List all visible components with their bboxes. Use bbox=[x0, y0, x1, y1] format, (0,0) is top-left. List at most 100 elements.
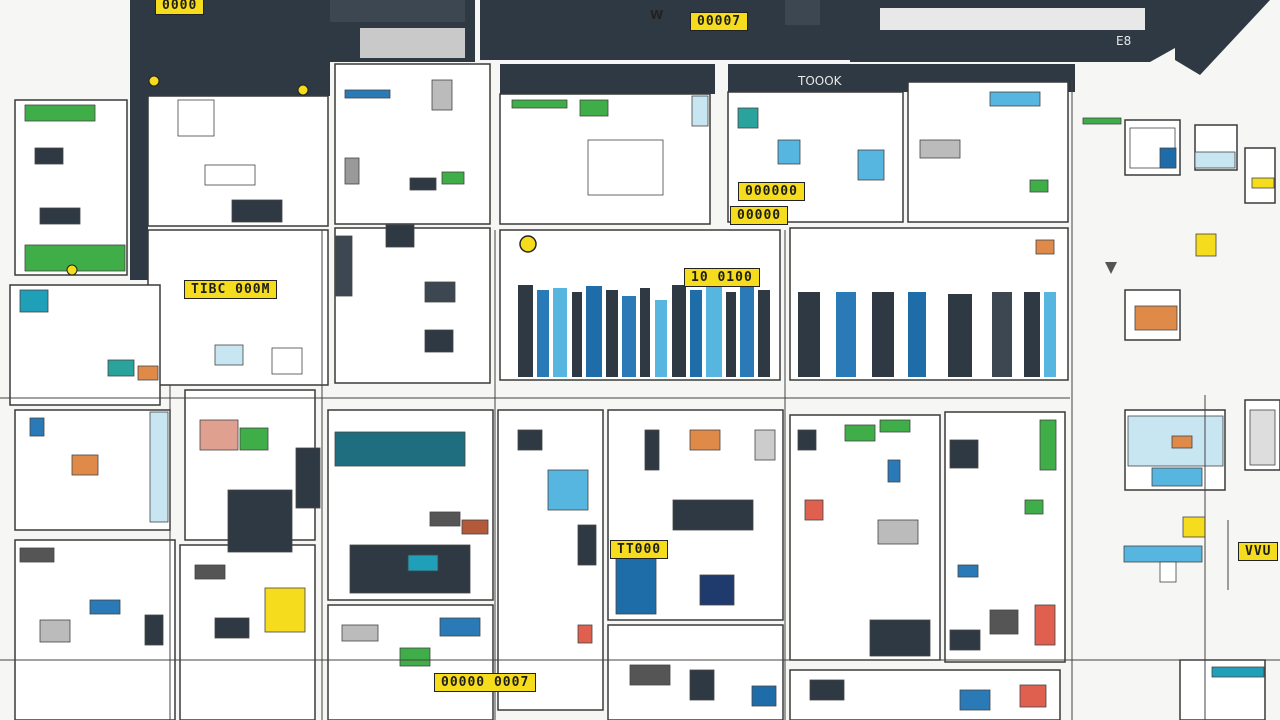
tower bbox=[740, 286, 754, 377]
building bbox=[399, 647, 431, 667]
road-far-right bbox=[1175, 0, 1270, 75]
building bbox=[949, 629, 981, 651]
tower bbox=[518, 285, 533, 377]
building bbox=[957, 564, 979, 578]
block-a2 bbox=[334, 63, 491, 225]
building bbox=[1249, 409, 1276, 466]
map-label-mid-1[interactable]: 000000 bbox=[738, 182, 805, 201]
building bbox=[737, 107, 759, 129]
tall-buildings-west bbox=[518, 284, 770, 377]
building bbox=[424, 281, 456, 303]
building bbox=[1029, 179, 1049, 193]
map-pins[interactable] bbox=[66, 75, 1117, 276]
building bbox=[89, 599, 121, 615]
building bbox=[699, 574, 735, 606]
small-buildings bbox=[19, 79, 1276, 711]
tower bbox=[586, 286, 602, 377]
building bbox=[1171, 435, 1193, 449]
building bbox=[579, 99, 609, 117]
building bbox=[429, 511, 461, 527]
location-pin[interactable] bbox=[519, 235, 537, 253]
map-label-top[interactable]: 0000 bbox=[155, 0, 205, 15]
building bbox=[144, 614, 164, 646]
building bbox=[107, 359, 135, 377]
location-pin[interactable] bbox=[148, 75, 160, 87]
building bbox=[1039, 419, 1057, 471]
tall-buildings-east bbox=[798, 292, 1056, 377]
map-label-lower[interactable]: TT000 bbox=[610, 540, 669, 559]
building bbox=[1159, 561, 1177, 583]
tower bbox=[992, 292, 1012, 377]
tower bbox=[948, 294, 972, 377]
road-left-vertical bbox=[130, 60, 148, 280]
tower bbox=[1044, 292, 1056, 377]
building bbox=[672, 499, 754, 531]
building bbox=[409, 177, 437, 191]
building bbox=[71, 454, 99, 476]
building bbox=[547, 469, 589, 511]
direction-arrow-icon bbox=[1105, 262, 1117, 274]
map-label-mid-3[interactable]: 10 0100 bbox=[684, 268, 760, 287]
building bbox=[1159, 147, 1177, 169]
building bbox=[857, 149, 885, 181]
building bbox=[989, 609, 1019, 635]
tower bbox=[726, 292, 736, 377]
building bbox=[271, 347, 303, 375]
building bbox=[335, 235, 353, 297]
building bbox=[407, 554, 439, 572]
tower bbox=[908, 292, 926, 377]
road-panel-2 bbox=[785, 0, 820, 25]
tower bbox=[798, 292, 820, 377]
building bbox=[264, 587, 306, 633]
building bbox=[629, 664, 671, 686]
building bbox=[239, 427, 269, 451]
building bbox=[199, 419, 239, 451]
building bbox=[431, 79, 453, 111]
road-text-middle: TOOOK bbox=[798, 74, 842, 88]
building bbox=[777, 139, 801, 165]
building bbox=[804, 499, 824, 521]
location-pin[interactable] bbox=[297, 84, 309, 96]
tower bbox=[572, 292, 582, 377]
building bbox=[1019, 684, 1047, 708]
map-label-bottom[interactable]: 00000 0007 bbox=[434, 673, 537, 692]
road-panels bbox=[330, 0, 1145, 58]
building bbox=[137, 365, 159, 381]
building bbox=[1251, 177, 1275, 189]
building bbox=[1082, 117, 1122, 125]
tower bbox=[672, 285, 686, 377]
building bbox=[424, 329, 454, 353]
building bbox=[24, 104, 96, 122]
road-middle-band bbox=[500, 64, 715, 94]
building bbox=[341, 624, 379, 642]
map-label-right[interactable]: VVU bbox=[1238, 542, 1279, 561]
block-b2 bbox=[334, 227, 491, 384]
tower bbox=[836, 292, 856, 377]
building bbox=[959, 689, 991, 711]
building bbox=[19, 547, 55, 563]
map-label-mid-2[interactable]: 00000 bbox=[730, 206, 789, 225]
map-label-center-top[interactable]: 00007 bbox=[690, 12, 749, 31]
building bbox=[1182, 516, 1206, 538]
block-right-3 bbox=[1244, 147, 1276, 204]
road-text-right: E8 bbox=[1116, 34, 1132, 48]
building bbox=[29, 417, 45, 437]
tower bbox=[606, 290, 618, 377]
building bbox=[439, 617, 481, 637]
map-label-left[interactable]: TIBC 000M bbox=[184, 280, 278, 299]
building bbox=[295, 447, 321, 509]
building bbox=[1134, 305, 1178, 331]
building bbox=[385, 224, 415, 248]
building bbox=[587, 139, 664, 196]
building bbox=[691, 95, 709, 127]
building bbox=[644, 429, 660, 471]
building bbox=[877, 519, 919, 545]
building bbox=[949, 439, 979, 469]
building bbox=[1035, 239, 1055, 255]
building bbox=[1194, 151, 1236, 169]
building bbox=[577, 524, 597, 566]
building bbox=[177, 99, 215, 137]
location-pin[interactable] bbox=[66, 264, 78, 276]
building bbox=[511, 99, 568, 109]
